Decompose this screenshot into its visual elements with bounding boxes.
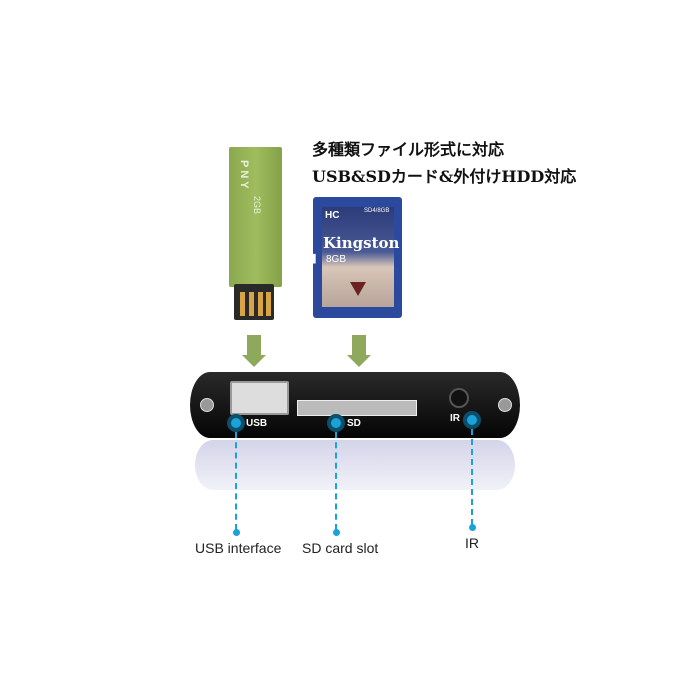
- sd-insert-arrow-icon: [350, 282, 366, 296]
- usb-capacity: 2GB: [252, 196, 262, 215]
- usb-brand: PNY: [238, 160, 250, 192]
- ir-marker: [467, 415, 477, 425]
- arrow-down-icon: [347, 355, 371, 367]
- heading-line-1: 多種類ファイル形式に対応: [312, 140, 505, 159]
- sd-type: HC: [325, 210, 340, 221]
- heading-line-2: USB&SDカード&外付けHDD対応: [312, 167, 577, 186]
- sd-model: SD4/8GB: [364, 208, 390, 214]
- usb-leader-line: [235, 432, 237, 530]
- sd-leader-line: [335, 432, 337, 530]
- screw-icon: [498, 398, 512, 412]
- device-label-ir: IR: [450, 413, 460, 424]
- arrow-down-icon: [352, 335, 366, 355]
- device-label-usb: USB: [246, 418, 268, 429]
- arrow-down-icon: [247, 335, 261, 355]
- screw-icon: [200, 398, 214, 412]
- sd-marker: [331, 418, 341, 428]
- arrow-down-icon: [242, 355, 266, 367]
- usb-connector: [234, 284, 274, 320]
- device-reflection: [195, 440, 515, 490]
- usb-leader-end: [233, 529, 240, 536]
- device-label-sd: SD: [347, 418, 361, 429]
- sd-slot: [297, 400, 417, 416]
- ir-leader-line: [471, 429, 473, 525]
- usb-port: [230, 381, 289, 415]
- caption-ir: IR: [465, 535, 479, 551]
- ir-leader-end: [469, 524, 476, 531]
- sd-leader-end: [333, 529, 340, 536]
- sd-brand: Kingston: [323, 234, 400, 252]
- caption-sd: SD card slot: [302, 540, 379, 556]
- caption-usb: USB interface: [195, 540, 282, 556]
- usb-marker: [231, 418, 241, 428]
- usb-stick: [229, 147, 282, 287]
- sd-capacity: 8GB: [326, 254, 347, 265]
- ir-sensor: [449, 388, 469, 408]
